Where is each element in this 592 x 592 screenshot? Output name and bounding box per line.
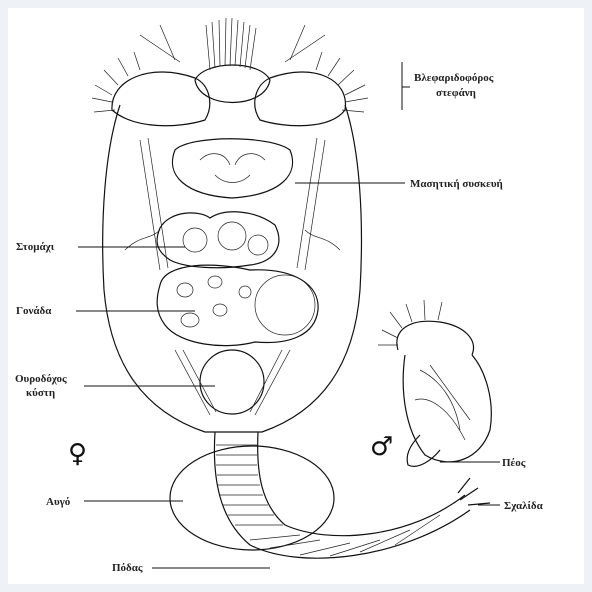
- gonad-shape: [157, 265, 318, 345]
- stomach-shape: [157, 212, 279, 268]
- ciliary-corona: [92, 18, 368, 126]
- male-rotifer: [378, 300, 491, 466]
- label-bladder-line1: Ουροδόχος: [15, 373, 67, 385]
- leader-lines: [76, 62, 500, 568]
- label-gonad: Γονάδα: [16, 305, 52, 317]
- label-foot: Πόδας: [112, 562, 143, 574]
- label-claw: Σχαλίδα: [504, 500, 544, 512]
- bladder-shape: [200, 350, 264, 414]
- egg-shape: [170, 446, 334, 550]
- mastax-shape: [172, 139, 292, 198]
- label-stomach: Στομάχι: [16, 241, 55, 253]
- muscles: [125, 138, 340, 415]
- label-mastax: Μασητική συσκευή: [410, 178, 503, 190]
- label-corona-line2: στεφάνη: [436, 87, 476, 99]
- label-egg: Αυγό: [46, 496, 71, 508]
- female-symbol: ♀: [68, 439, 87, 469]
- label-penis: Πέος: [502, 457, 526, 469]
- label-bladder-line2: κύστη: [26, 387, 55, 399]
- foot-shape: [214, 432, 490, 558]
- male-symbol: ♂: [370, 432, 393, 462]
- figure-sheet: Βλεφαριδοφόρος στεφάνη Μασητική συσκευή …: [8, 8, 584, 584]
- female-rotifer: [92, 18, 490, 558]
- label-corona-line1: Βλεφαριδοφόρος: [414, 72, 494, 84]
